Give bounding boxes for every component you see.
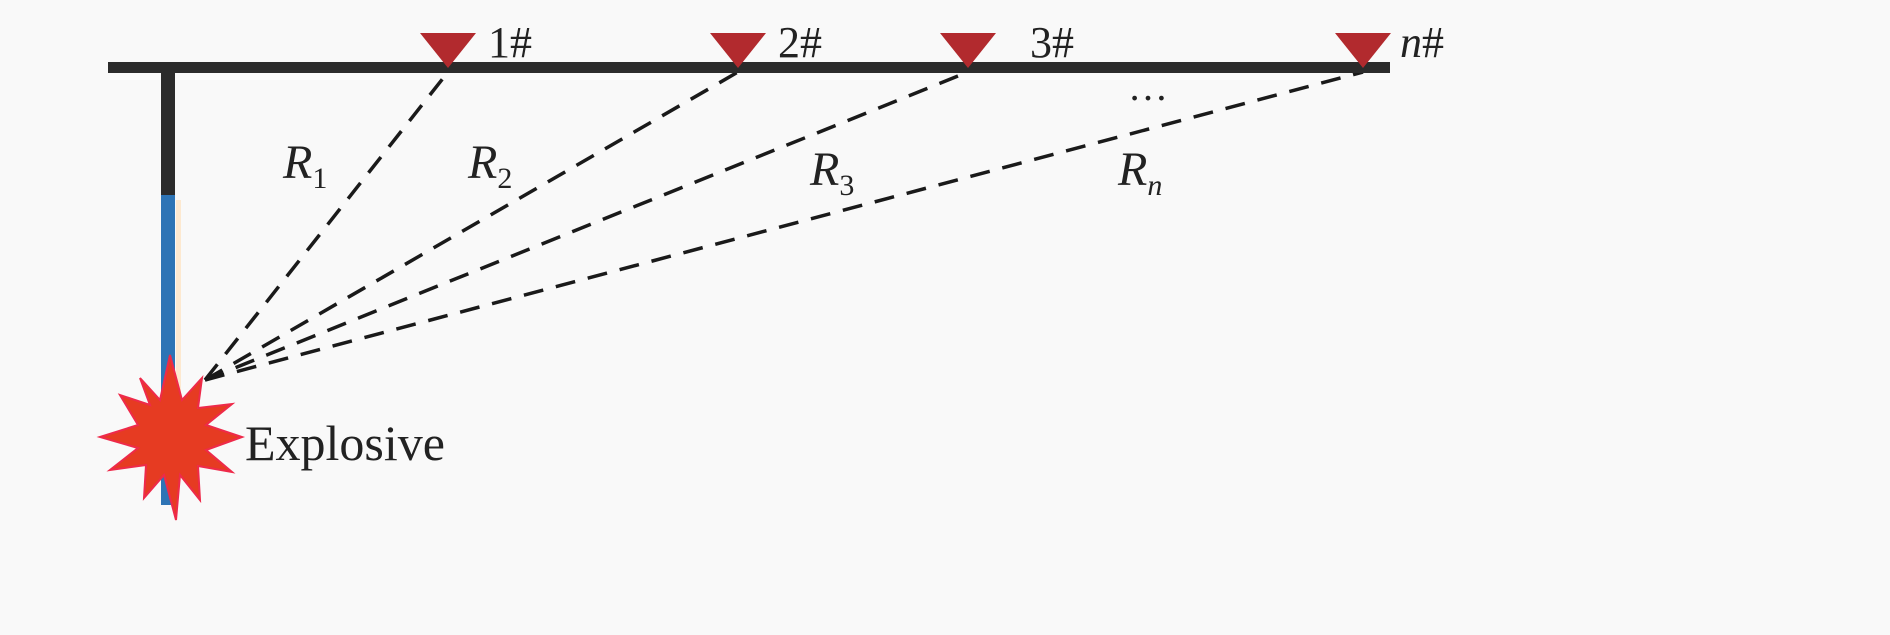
borehole-stemming bbox=[161, 68, 175, 196]
explosive-label: Explosive bbox=[245, 415, 445, 471]
explosion-icon bbox=[96, 354, 246, 521]
sensor-3-icon bbox=[940, 33, 996, 68]
borehole-edge bbox=[176, 200, 181, 440]
distance-line-3 bbox=[204, 70, 969, 382]
distance-label-2: R2 bbox=[467, 136, 512, 195]
ellipsis-label: … bbox=[1128, 64, 1168, 109]
distance-label-1: R1 bbox=[282, 136, 327, 195]
sensor-2-label: 2# bbox=[778, 18, 822, 67]
distance-line-n bbox=[204, 70, 1364, 382]
distance-line-2 bbox=[204, 70, 739, 382]
sensor-1-label: 1# bbox=[488, 18, 532, 67]
distance-label-3: R3 bbox=[809, 143, 854, 202]
distance-line-1 bbox=[203, 70, 450, 382]
sensor-n-label: n# bbox=[1400, 18, 1444, 67]
distance-label-n: Rn bbox=[1117, 143, 1162, 202]
ground-surface-beam bbox=[108, 62, 1390, 73]
sensor-n-icon bbox=[1335, 33, 1391, 68]
sensor-2-icon bbox=[710, 33, 766, 68]
sensor-3-label: 3# bbox=[1030, 18, 1074, 67]
sensor-1-icon bbox=[420, 33, 476, 68]
